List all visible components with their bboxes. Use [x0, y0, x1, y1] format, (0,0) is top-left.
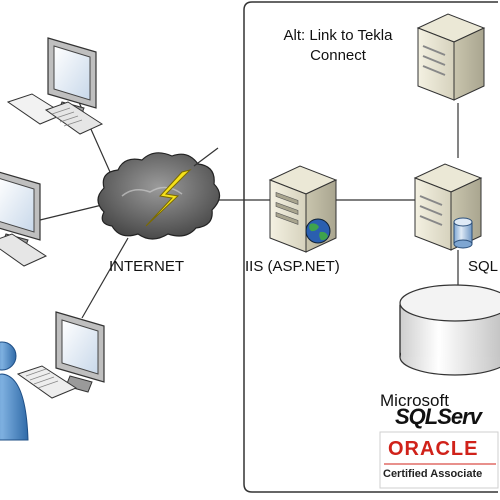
internet-label: INTERNET	[109, 258, 184, 275]
oracle-logo: ORACLE	[388, 438, 479, 460]
system-boundary-frame	[243, 1, 498, 493]
tekla-connect-server-tower	[416, 13, 486, 101]
computer-workstation-icon	[16, 311, 105, 399]
user-person-icon	[0, 341, 29, 441]
globe-icon	[305, 218, 331, 244]
computer-workstation-icon	[6, 37, 104, 135]
sql-server-logo: SQLServ	[395, 404, 482, 429]
computer-workstation-icon	[0, 171, 48, 267]
link-bottom-workstation	[81, 237, 129, 319]
link-mid-workstation	[39, 204, 103, 221]
oracle-certified-label: Certified Associate	[383, 468, 483, 480]
microsoft-label: Microsoft	[380, 391, 449, 410]
database-icon	[453, 217, 473, 249]
sql-server-tower	[413, 163, 483, 251]
oracle-certified-badge	[379, 431, 499, 489]
lightning-bolt-icon	[145, 147, 219, 227]
cloud-icon	[97, 152, 221, 240]
iis-server-label: IIS (ASP.NET)	[245, 258, 340, 275]
sql-server-label: SQL	[468, 258, 499, 275]
database-storage-cylinder	[399, 284, 500, 376]
alt-tekla-connect-note: Alt: Link to Tekla Connect	[283, 27, 393, 64]
